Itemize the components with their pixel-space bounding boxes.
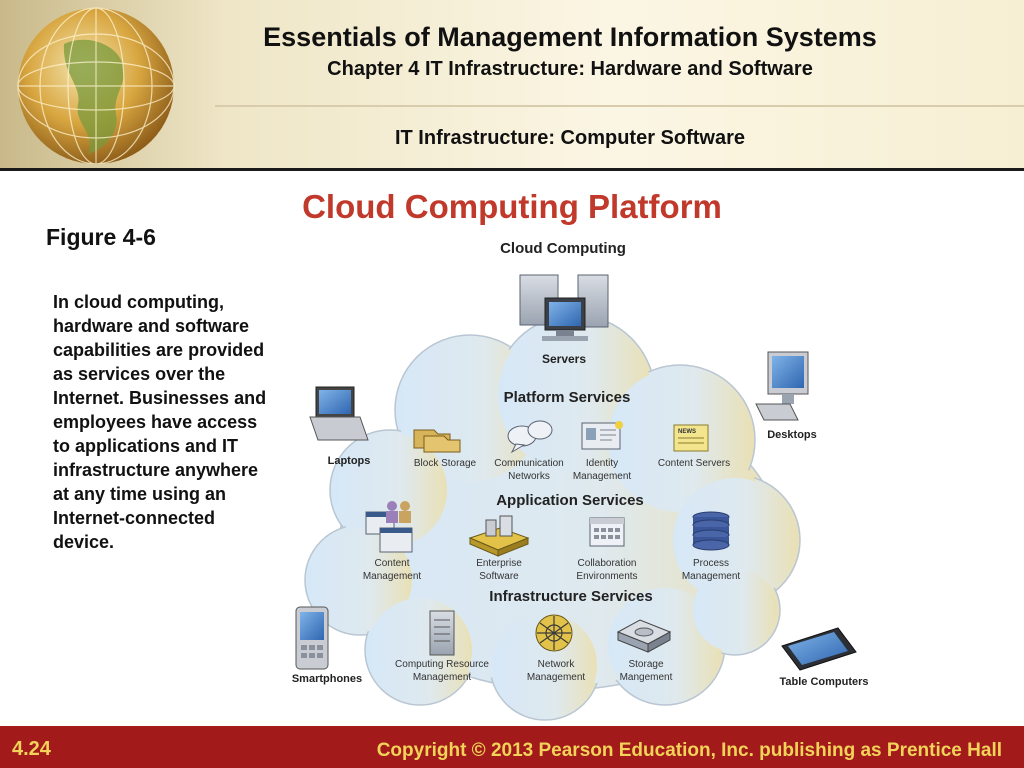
infrastructure-services-heading: Infrastructure Services xyxy=(489,588,652,605)
figure-label: Figure 4-6 xyxy=(46,224,156,250)
footer-bar xyxy=(0,726,1024,768)
storage-management-label-2: Mangement xyxy=(620,672,673,683)
tablet-icon xyxy=(781,627,857,671)
computing-resource-icon xyxy=(429,610,455,656)
enterprise-software-label-2: Software xyxy=(479,571,519,582)
header-rule xyxy=(0,168,1024,171)
identity-management-icon xyxy=(581,421,623,450)
chapter-title: Chapter 4 IT Infrastructure: Hardware an… xyxy=(327,58,813,80)
identity-management-label-2: Management xyxy=(573,471,632,482)
slide-title: Cloud Computing Platform xyxy=(302,188,722,225)
news-badge-text: NEWS xyxy=(678,429,696,435)
desktops-label: Desktops xyxy=(767,429,817,441)
copyright-notice: Copyright © 2013 Pearson Education, Inc.… xyxy=(376,740,1002,761)
tablets-label: Table Computers xyxy=(779,676,868,688)
process-management-label-1: Process xyxy=(693,558,729,569)
network-management-label-1: Network xyxy=(538,659,576,670)
computing-resource-label-2: Management xyxy=(413,672,472,683)
content-management-label-1: Content xyxy=(374,558,409,569)
network-management-label-2: Management xyxy=(527,672,586,683)
storage-management-icon xyxy=(616,619,672,653)
laptops-label: Laptops xyxy=(328,455,371,467)
communication-networks-label-2: Networks xyxy=(508,471,550,482)
servers-icon xyxy=(519,274,609,341)
block-storage-label: Block Storage xyxy=(414,458,477,469)
section-title: IT Infrastructure: Computer Software xyxy=(394,127,746,149)
servers-label: Servers xyxy=(542,352,586,366)
collaboration-environments-icon xyxy=(589,517,625,547)
content-management-label-2: Management xyxy=(363,571,422,582)
header-divider xyxy=(215,105,1024,107)
network-management-icon xyxy=(535,614,573,652)
platform-services-heading: Platform Services xyxy=(504,389,631,406)
desktop-icon xyxy=(755,351,809,421)
block-storage-icon xyxy=(413,429,461,453)
diagram-title: Cloud Computing xyxy=(500,240,626,257)
collaboration-environments-label-1: Collaboration xyxy=(578,558,637,569)
figure-description: In cloud computing, hardware and softwar… xyxy=(53,292,267,552)
collaboration-environments-label-2: Environments xyxy=(576,571,637,582)
smartphone-icon xyxy=(295,606,329,670)
application-services-heading: Application Services xyxy=(496,492,644,509)
globe-icon xyxy=(17,7,175,164)
page-number: 4.24 xyxy=(12,738,51,760)
storage-management-label-1: Storage xyxy=(628,659,663,670)
content-management-icon xyxy=(365,501,413,553)
course-title: Essentials of Management Information Sys… xyxy=(263,22,877,52)
content-servers-icon: NEWS xyxy=(673,424,709,452)
communication-networks-label-1: Communication xyxy=(494,458,563,469)
process-management-label-2: Management xyxy=(682,571,741,582)
smartphones-label: Smartphones xyxy=(292,673,362,685)
content-servers-label: Content Servers xyxy=(658,458,730,469)
computing-resource-label-1: Computing Resource xyxy=(395,659,489,670)
enterprise-software-icon xyxy=(468,515,530,557)
laptop-icon xyxy=(309,386,369,441)
identity-management-label-1: Identity xyxy=(586,458,618,469)
enterprise-software-label-1: Enterprise xyxy=(476,558,522,569)
process-management-icon xyxy=(692,511,730,551)
communication-networks-icon xyxy=(507,420,553,454)
